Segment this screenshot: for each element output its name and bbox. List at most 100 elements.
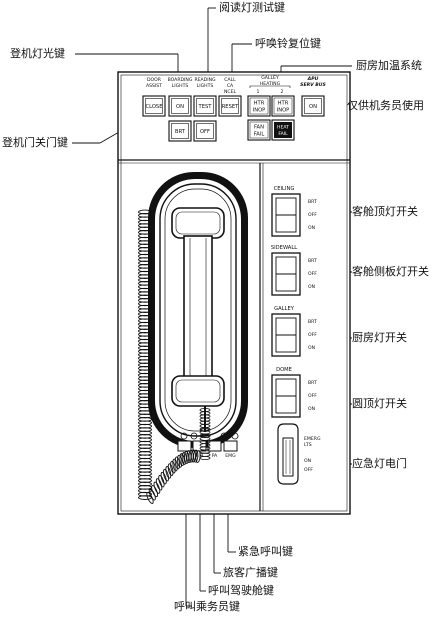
coil-loop [193, 449, 199, 463]
boarding-lights-off-button[interactable]: OFF [193, 120, 217, 142]
coil-loop [153, 481, 161, 494]
emerg-off: OFF [304, 467, 313, 473]
door-assist-label-2: ASSIST [146, 83, 162, 89]
dome-on: ON [308, 406, 315, 412]
galley-light-label: GALLEY [274, 306, 295, 312]
coil-loop [172, 458, 178, 472]
sidewall-light-switch[interactable]: SIDEWALL BRT OFF ON [271, 245, 317, 296]
galley-brt: BRT [308, 319, 317, 325]
coil-loop [181, 451, 187, 465]
htr1-label-b: INOP [253, 108, 266, 114]
galley-heating-label-1: GALLEY [261, 75, 279, 81]
coil-loop [174, 456, 181, 470]
top-labels: DOOR ASSIST BOARDING LIGHTS READING LIGH… [146, 75, 327, 95]
sidewall-brt: BRT [308, 258, 317, 264]
emergency-lights-switch[interactable]: EMERG LTS ON OFF [277, 423, 321, 485]
galley-htr-inop-2-light: HTR INOP [271, 95, 295, 117]
callout-crew-only: 仅供机务员使用 [347, 99, 424, 112]
emg-label: EMG [225, 453, 236, 459]
handset[interactable] [171, 207, 225, 407]
dome-off: OFF [308, 393, 317, 399]
callout-pa-key: 旅客广播键 [223, 566, 278, 579]
coil-loop [155, 478, 163, 491]
off-label: OFF [200, 129, 210, 135]
apu-serv-bus-on-button[interactable]: ON [301, 95, 325, 117]
callout-galley-light-switch: 厨房灯开关 [352, 331, 407, 344]
boarding-lights-brt-button[interactable]: BRT [168, 120, 192, 142]
boarding-lights-label-2: LIGHTS [172, 83, 189, 89]
callout-door-close: 登机门关门键 [2, 136, 68, 149]
ceiling-light-switch[interactable]: CEILING BRT OFF ON [271, 186, 317, 237]
test-label: TEST [198, 104, 213, 110]
close-button[interactable]: CLOSE [142, 95, 166, 117]
coil-loop [179, 453, 185, 467]
callout-emergency-light: 应急灯电门 [352, 457, 407, 470]
boarding-lights-on-button[interactable]: ON [168, 95, 192, 117]
callout-call-pilot: 呼叫驾驶舱键 [208, 584, 274, 597]
call-cancel-label-1: CALL [224, 77, 236, 83]
callout-dome-switch: 圆顶灯开关 [352, 397, 407, 410]
passenger-address-key[interactable]: PA [207, 440, 222, 459]
door-assist-label-1: DOOR [147, 77, 162, 83]
sidewall-off: OFF [308, 271, 317, 277]
dome-label: DOME [276, 367, 292, 373]
coil-loop [146, 492, 154, 504]
callout-chime-reset: 呼唤铃复位键 [255, 37, 321, 50]
emerg-label-2: LTS [304, 442, 312, 448]
dome-light-switch[interactable]: DOME BRT OFF ON [271, 367, 317, 418]
emergency-call-key[interactable]: EMG [223, 440, 238, 459]
callout-sidewall-switch: 客舱侧板灯开关 [352, 265, 429, 278]
heat-fail-label-a: HEAT [277, 125, 289, 131]
call-cancel-label-3: NCEL [224, 89, 237, 95]
sidewall-on: ON [308, 284, 315, 290]
close-button-label: CLOSE [146, 104, 163, 110]
sidewall-label: SIDEWALL [271, 245, 297, 251]
reading-lights-label-2: LIGHTS [197, 83, 214, 89]
galley-light-switch[interactable]: GALLEY BRT OFF ON [271, 306, 317, 357]
reset-label: RESET [222, 104, 239, 110]
heat-fail-label-b: FAIL [278, 131, 288, 137]
reading-lights-label-1: READING [194, 77, 216, 83]
galley-fan-fail-light: FAN FAIL [247, 119, 271, 141]
emerg-on: ON [304, 458, 311, 464]
pa-label: PA [212, 453, 218, 459]
call-keys [180, 432, 239, 440]
coil-loop [162, 468, 170, 482]
apu-label-2: SERV BUS [300, 82, 326, 88]
coil-loop [158, 475, 165, 488]
boarding-lights-label-1: BOARDING [168, 77, 193, 83]
ceiling-label: CEILING [274, 186, 295, 192]
htr2-label-b: INOP [277, 108, 290, 114]
coil-loop [160, 471, 167, 485]
callout-boarding-light: 登机灯光键 [10, 47, 65, 60]
fan-label-a: FAN [254, 125, 264, 131]
galley-number-2: 2 [281, 89, 284, 95]
dome-brt: BRT [308, 380, 317, 386]
coil-loop [151, 485, 159, 498]
coiled-cord [138, 209, 211, 504]
reading-light-test-button[interactable]: TEST [193, 95, 217, 117]
call-cancel-label-2: CA [227, 83, 234, 89]
coil-loop [195, 450, 201, 463]
htr1-label-a: HTR [254, 101, 265, 107]
coil-loop [165, 465, 172, 479]
callout-ceiling-switch: 客舱顶灯开关 [352, 205, 418, 218]
galley-number-1: 1 [257, 89, 260, 95]
ceiling-off: OFF [308, 212, 317, 218]
galley-off: OFF [308, 332, 317, 338]
call-reset-button[interactable]: RESET [218, 95, 242, 117]
htr2-label-a: HTR [278, 101, 289, 107]
galley-heating-label-2: HEATING [260, 81, 281, 87]
callout-emergency-call: 紧急呼叫键 [238, 545, 293, 558]
ceiling-brt: BRT [308, 199, 317, 205]
emerg-label-1: EMERG [304, 436, 321, 442]
coil-loop [170, 460, 176, 474]
coil-loop [199, 455, 211, 460]
apu-on-label: ON [309, 104, 317, 110]
callout-galley-heating: 厨房加温系统 [356, 59, 422, 72]
apu-label-1: APU [307, 76, 319, 82]
galley-heat-fail-light: HEAT FAIL [271, 119, 295, 141]
galley-on: ON [308, 345, 315, 351]
